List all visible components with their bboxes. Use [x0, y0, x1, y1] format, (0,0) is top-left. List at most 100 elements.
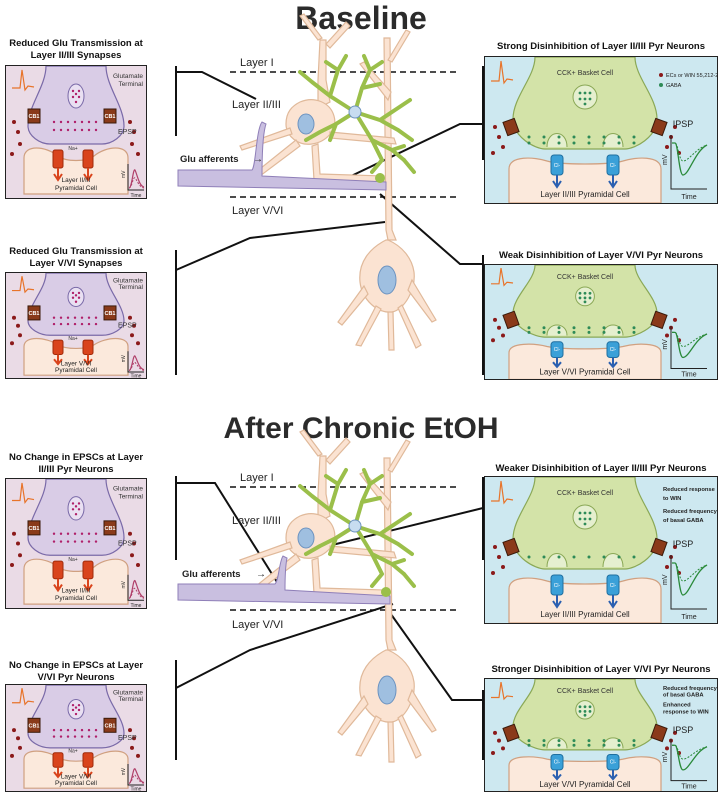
synaptic-vesicle	[67, 83, 85, 109]
released-gaba-12	[587, 141, 591, 145]
ec-dot-3	[128, 531, 132, 536]
glutamate-molecule-3	[77, 708, 81, 712]
vesicle-gaba-6	[583, 522, 587, 526]
released-glu-1	[59, 532, 63, 535]
vesicle-gaba-1	[583, 511, 587, 515]
connector-right-1	[346, 123, 483, 179]
glutamate-label: Glutamate	[113, 278, 143, 285]
glutamate-molecule-5	[74, 92, 78, 96]
vesicle-gaba-3	[578, 296, 582, 300]
cl-influx-arrow-0	[552, 357, 562, 369]
ec-dot-0	[493, 125, 497, 129]
released-gaba-0	[527, 555, 531, 559]
ec-dot-1	[16, 323, 20, 328]
released-gaba-10	[557, 141, 561, 145]
released-glu-0	[52, 532, 56, 535]
ec-dot-6	[665, 565, 669, 569]
ec-dot-3	[491, 750, 495, 755]
ec-dot-6	[665, 333, 669, 338]
released-gaba-7	[632, 326, 636, 330]
released-gaba-3	[572, 739, 576, 743]
epsp-trace	[128, 169, 145, 189]
left-panel-title-4: No Change in EPSCs at Layer V/VI Pyr Neu…	[8, 660, 144, 683]
cb1-label-0: CB1	[28, 311, 39, 317]
chronic-etoh-title: After Chronic EtOH	[223, 412, 499, 445]
cl-influx-arrow-0	[552, 595, 562, 609]
released-gaba-4	[587, 739, 591, 743]
released-gaba-4	[587, 326, 591, 330]
released-gaba-1	[542, 555, 546, 559]
ec-dot-3	[128, 315, 132, 320]
cb1-receptor-0	[27, 108, 41, 124]
released-glu-13	[94, 128, 98, 132]
ipsp-xlabel: Time	[681, 371, 696, 378]
cb1-receptor-1	[103, 305, 117, 321]
cb1-receptor-0	[27, 717, 41, 733]
basket-cell-branches-chronic	[298, 468, 416, 588]
ec-dot-6	[10, 152, 14, 156]
released-glu-4	[80, 728, 84, 732]
action-potential-trace	[12, 688, 35, 706]
vesicle-gaba-0	[578, 291, 582, 295]
released-glu-6	[94, 120, 98, 124]
epsp-xlabel: Time	[131, 787, 142, 792]
cl-label-0: Cl-	[554, 760, 561, 766]
released-gaba-0	[527, 135, 531, 139]
action-potential-trace	[12, 482, 35, 504]
ec-dot-7	[136, 341, 140, 346]
pyramidal-neuron-layer56-baseline	[337, 29, 437, 351]
released-glu-6	[94, 728, 98, 732]
ec-dot-4	[132, 541, 136, 546]
vesicle-gaba-1	[583, 91, 587, 95]
ec-dot-4	[673, 317, 677, 322]
epsp-ylabel: mV	[121, 354, 127, 362]
epsp-trace-reduced	[128, 774, 145, 784]
gaba-vesicle	[572, 504, 598, 530]
released-glu-3	[73, 120, 77, 124]
epsp-axes	[127, 574, 144, 601]
vesicle-pocket-0	[546, 737, 568, 749]
released-glu-2	[66, 532, 70, 535]
basket-cell-soma-chronic	[348, 519, 362, 533]
layer23-label-chronic: Layer II/III	[232, 515, 281, 527]
ampa-receptor-0	[52, 339, 64, 355]
glutamate-molecule-1	[77, 502, 81, 505]
ec-dot-3	[128, 120, 132, 124]
released-gaba-3	[572, 326, 576, 330]
epsp-axes	[127, 351, 144, 373]
released-glu-7	[52, 735, 56, 738]
note-line-3: of basal GABA	[663, 518, 704, 524]
released-glu-5	[87, 532, 91, 535]
action-potential-trace	[491, 480, 514, 505]
cl-influx-arrow-0	[552, 769, 562, 781]
cb1-receptor-0	[502, 310, 520, 330]
na-influx-arrow-0	[53, 767, 63, 779]
ec-dot-6	[10, 563, 14, 568]
na-ion-label: Na+	[68, 749, 77, 755]
connector-lines	[175, 66, 484, 760]
terminal-label: Terminal	[118, 81, 143, 88]
terminal-label: Terminal	[118, 494, 143, 501]
glutamate-molecule-5	[74, 294, 78, 297]
vesicle-gaba-0	[578, 91, 582, 95]
ipsp-trace	[672, 744, 708, 771]
cb1-receptor-1	[650, 723, 668, 743]
glutamate-label: Glutamate	[113, 73, 143, 80]
glutamate-molecule-1	[77, 291, 81, 295]
ec-dot-4	[673, 545, 677, 549]
ipsp-xlabel: Time	[681, 614, 696, 621]
glutamate-label: Glutamate	[113, 690, 143, 697]
cl-label-0: Cl-	[554, 163, 561, 169]
cl-influx-arrow-1	[608, 595, 618, 609]
ipsp-xlabel: Time	[681, 783, 696, 790]
released-glu-10	[73, 540, 77, 543]
vesicle-gaba-5	[588, 296, 592, 300]
note-line-2: Reduced frequency	[663, 509, 718, 515]
released-gaba-10	[557, 330, 561, 334]
ec-dot-1	[16, 736, 20, 741]
ec-dot-4	[132, 323, 136, 328]
released-glu-11	[80, 322, 84, 326]
epsp-xlabel: Time	[131, 193, 142, 199]
pyramidal-neuron-layer23-baseline	[239, 13, 397, 183]
